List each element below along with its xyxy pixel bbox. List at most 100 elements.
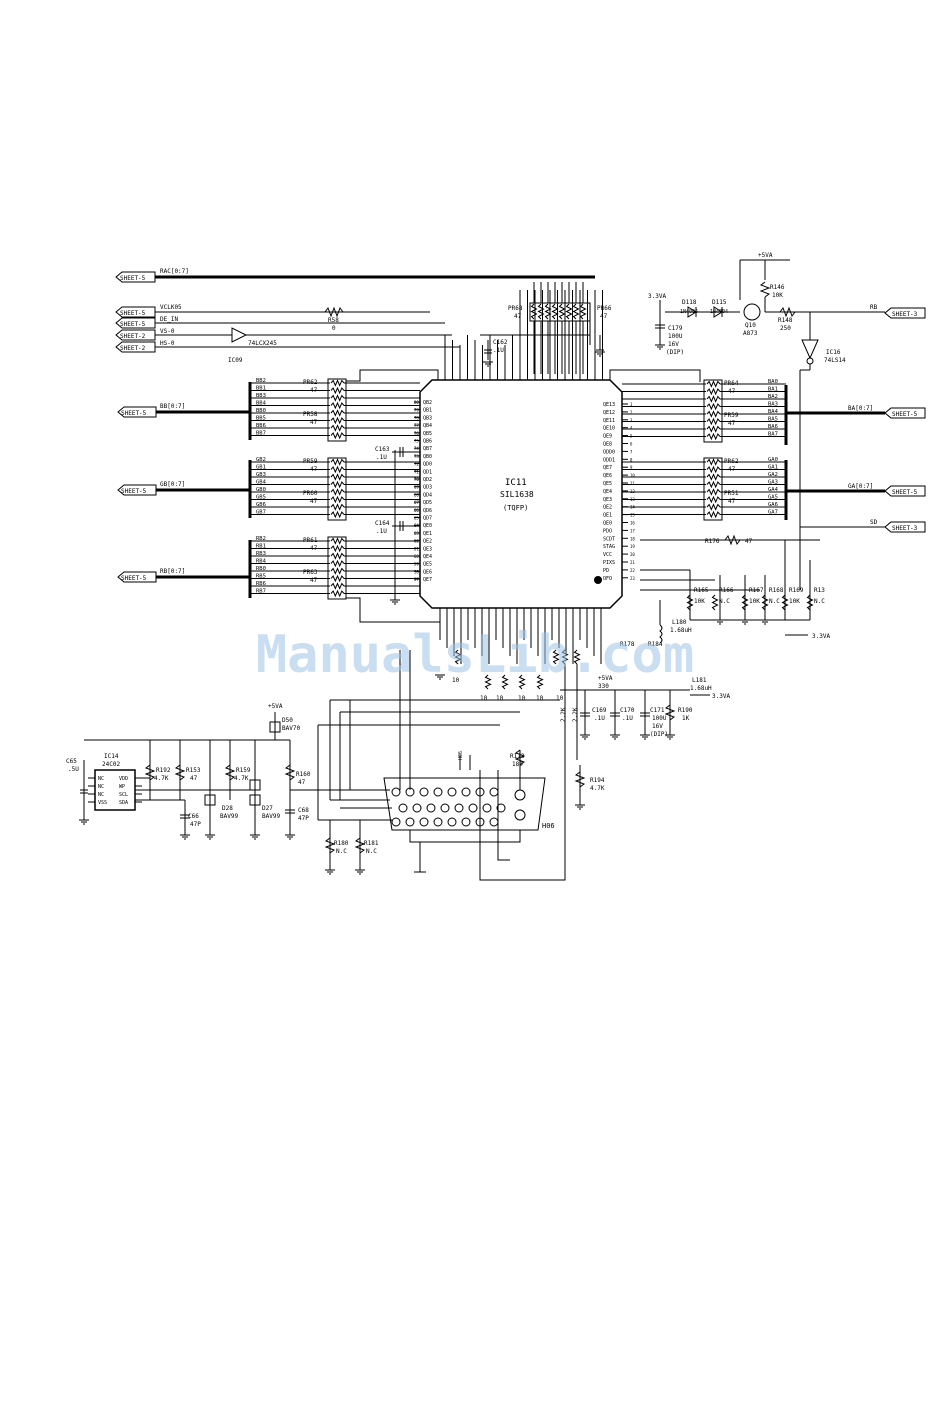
vga-pin	[426, 803, 436, 813]
net-name: RB1	[256, 544, 266, 550]
ic-pin-number: 68	[414, 492, 419, 497]
connector-sd: SD SHEET-3	[800, 519, 926, 533]
ic-pin-number: 73	[414, 454, 419, 459]
svg-text:C171: C171	[650, 707, 665, 714]
ic-pin-number: 13	[630, 497, 635, 502]
svg-text:N.C: N.C	[366, 848, 377, 855]
svg-text:SHEET-3: SHEET-3	[892, 525, 918, 532]
net-name: BB5	[256, 416, 266, 422]
resistor-label: R168	[769, 587, 784, 594]
resistor-label: R165	[694, 587, 709, 594]
resistor-zigzag	[330, 567, 345, 575]
svg-text:R190: R190	[678, 707, 693, 714]
ic-pin-number: 18	[630, 536, 635, 541]
svg-text:R58: R58	[328, 317, 339, 324]
svg-text:SHEET-3: SHEET-3	[892, 311, 918, 318]
svg-text:74LCX245: 74LCX245	[248, 340, 277, 347]
svg-text:0: 0	[332, 325, 336, 332]
svg-text:10: 10	[480, 695, 488, 702]
svg-text:C170: C170	[620, 707, 635, 714]
ic-pin-label: ODD1	[603, 457, 615, 463]
svg-text:SHEET-2: SHEET-2	[120, 345, 146, 352]
connector-bb-bus: SHEET-5 BB[0:7]	[117, 382, 252, 440]
svg-text:74LS14: 74LS14	[824, 357, 846, 364]
vga-pin	[489, 787, 499, 797]
ic11-left-pins: QB280QB179QB378QB477QB576QB675QB774QB073…	[414, 400, 432, 583]
svg-text:R160: R160	[296, 771, 311, 778]
resistor-zigzag	[501, 674, 509, 690]
net-name: GB4	[256, 480, 267, 486]
svg-text:10: 10	[496, 695, 504, 702]
ic-pin-label: VSS	[98, 800, 107, 806]
ic-pin-number: 7	[630, 449, 633, 454]
net-name: GA6	[768, 502, 778, 508]
resistor-zigzag	[544, 303, 552, 320]
ic-pin-number: 58	[414, 569, 419, 574]
ic-pin-label: QE6	[423, 569, 432, 575]
svg-text:3.3VA: 3.3VA	[712, 693, 730, 700]
svg-text:BAV99: BAV99	[220, 813, 238, 820]
ic-pin-label: QD3	[423, 485, 432, 491]
net-name: BB4	[256, 401, 267, 407]
svg-text:SHEET-5: SHEET-5	[892, 489, 918, 496]
net-name: BB6	[256, 423, 266, 429]
vga-pin	[489, 817, 499, 827]
pull-resistors: R176 47 R16510KR166N.CR16710KR168N.CR169…	[640, 534, 830, 640]
svg-text:RB[0:7]: RB[0:7]	[160, 568, 185, 575]
svg-text:BAV99: BAV99	[262, 813, 280, 820]
resistor-zigzag	[330, 495, 345, 504]
resistor-label: R167	[749, 587, 764, 594]
net-name: RB6	[256, 581, 266, 587]
rpack-pr68-pr66: PR68 47 PR66 47	[508, 282, 612, 374]
vga-mount-hole	[514, 789, 526, 801]
rpack-label: PR60	[303, 490, 318, 497]
vga-pin	[391, 787, 401, 797]
ic-pin-number: 74	[414, 446, 419, 451]
svg-text:SIL1638: SIL1638	[500, 490, 534, 499]
svg-text:4.7K: 4.7K	[234, 775, 249, 782]
ic-pin-label: VCC	[603, 552, 612, 558]
svg-text:.1U: .1U	[622, 715, 633, 722]
ic-pin-label: ODD0	[603, 449, 615, 455]
ic-pin-number: 12	[630, 489, 635, 494]
ic-pin-number: 21	[630, 560, 635, 565]
svg-text:R173: R173	[510, 753, 525, 760]
resistor-zigzag	[565, 303, 573, 320]
resistor-zigzag	[706, 387, 721, 396]
svg-text:RAC[0:7]: RAC[0:7]	[160, 268, 189, 275]
svg-text:DE_IN: DE_IN	[160, 316, 178, 323]
connector-rac-bus: SHEET-5 RAC[0:7]	[115, 268, 595, 283]
rpack-value: 47	[728, 420, 736, 427]
right-net-group: PR6447PR5947BA0BA1BA2BA3BA4BA5BA6BA7PR62…	[609, 369, 786, 521]
svg-text:BA[0:7]: BA[0:7]	[848, 405, 873, 412]
svg-text:47: 47	[190, 775, 198, 782]
ic-pin-number: 59	[414, 562, 419, 567]
resistor-zigzag	[706, 458, 721, 466]
resistor-zigzag	[330, 582, 345, 590]
net-name: RB4	[256, 559, 267, 565]
svg-text:D28: D28	[222, 805, 233, 812]
ic-pin-number: 5	[630, 434, 633, 439]
resistor-zigzag	[706, 380, 721, 388]
net-line	[609, 369, 701, 382]
ic-pin-number: 76	[414, 431, 419, 436]
ic-pin-number: 8	[630, 457, 633, 462]
svg-text:C162: C162	[493, 339, 508, 346]
resistor-value: N.C	[719, 598, 730, 605]
resistor-zigzag	[711, 594, 719, 611]
ic-pin-number: 65	[414, 516, 419, 521]
resistor-zigzag	[706, 395, 721, 403]
net-name: BA3	[768, 402, 778, 408]
ic-pin-number: 70	[414, 477, 419, 482]
series-resistors: 10 10 10 10 10 10 2.2K 2.2K	[435, 649, 581, 760]
resistor-zigzag	[330, 574, 345, 583]
ic-pin-number: 3	[630, 418, 633, 423]
filter-section: L180 1.68uH R178 R184 +5VA 330 L181 1.68…	[560, 600, 730, 738]
ic-pin-number: 62	[414, 539, 419, 544]
resistor-value: 10K	[749, 598, 760, 605]
net-name: BA5	[768, 417, 778, 423]
ic-pin-label: QD7	[423, 516, 432, 522]
ic-pin-label: QE2	[423, 539, 432, 545]
svg-text:C68: C68	[298, 807, 309, 814]
